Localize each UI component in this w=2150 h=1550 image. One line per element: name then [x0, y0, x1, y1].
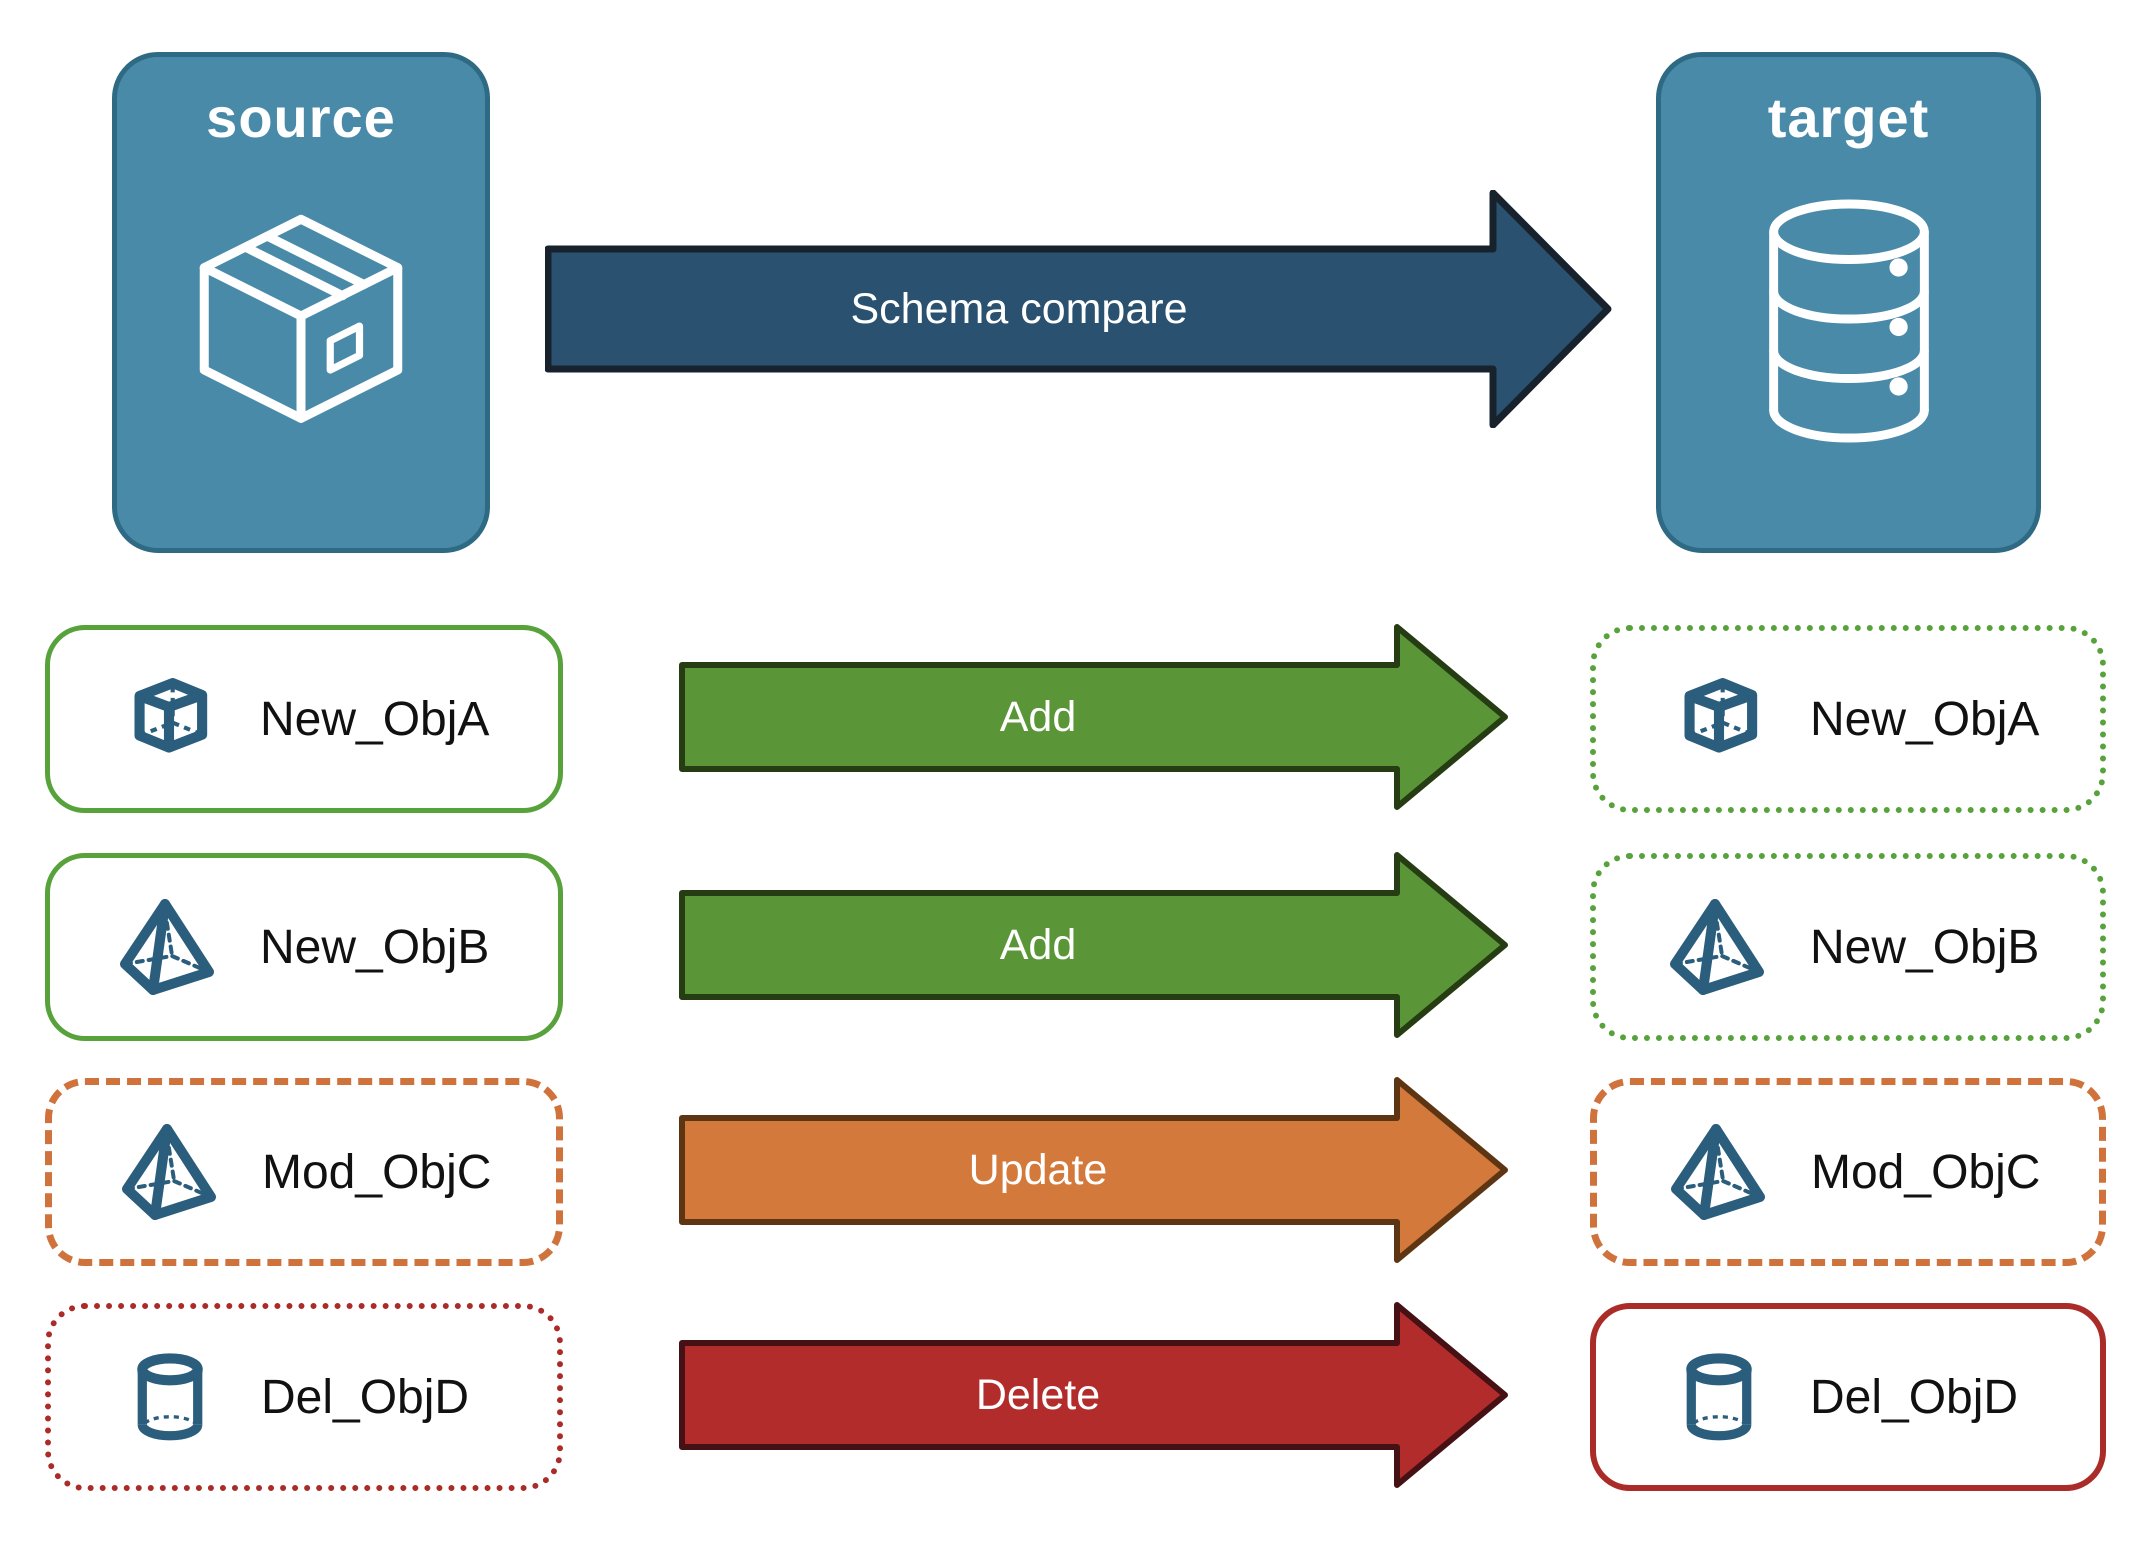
right-arrow-shape: [679, 624, 1508, 810]
target-object-box-mod-objc: Mod_ObjC: [1590, 1078, 2106, 1266]
target-object-box-new-objb: New_ObjB: [1590, 853, 2106, 1041]
action-arrow-label: Delete: [975, 1370, 1101, 1419]
pyramid-icon: [117, 897, 221, 997]
action-arrow-update-objc: Update: [679, 1076, 1509, 1264]
right-arrow-shape: [679, 1302, 1508, 1488]
action-arrow-add-objb: Add: [679, 851, 1509, 1039]
cube-icon: [123, 673, 215, 765]
schema-compare-arrow: Schema compare: [545, 190, 1613, 428]
object-label: Mod_ObjC: [1811, 1145, 2041, 1199]
action-arrow-label: Update: [968, 1145, 1108, 1194]
target-object-box-new-obja: New_ObjA: [1590, 625, 2106, 813]
database-icon: [1730, 182, 1968, 460]
action-arrow-add-obja: Add: [679, 623, 1509, 811]
source-card: source: [112, 52, 490, 553]
source-object-box-new-objb: New_ObjB: [45, 853, 563, 1041]
schema-compare-arrow-label: Schema compare: [850, 284, 1188, 333]
object-label: Del_ObjD: [1810, 1370, 2019, 1424]
right-arrow-shape: [679, 1077, 1508, 1263]
right-arrow-shape: [545, 190, 1612, 428]
action-arrow-label: Add: [999, 692, 1077, 741]
package-icon: [166, 190, 436, 460]
object-label: Mod_ObjC: [262, 1145, 492, 1199]
source-object-box-del-objd: Del_ObjD: [45, 1303, 563, 1491]
pyramid-icon: [119, 1122, 223, 1222]
pyramid-icon: [1667, 897, 1771, 997]
target-card: target: [1656, 52, 2041, 553]
cylinder-icon: [1677, 1349, 1761, 1446]
source-object-box-new-obja: New_ObjA: [45, 625, 563, 813]
object-label: New_ObjA: [260, 692, 490, 746]
cube-icon: [1673, 673, 1765, 765]
action-arrow-delete-objd: Delete: [679, 1301, 1509, 1489]
source-card-title: source: [206, 86, 396, 149]
object-label: New_ObjB: [1810, 920, 2040, 974]
pyramid-icon: [1668, 1122, 1772, 1222]
target-card-title: target: [1767, 86, 1930, 149]
action-arrow-label: Add: [999, 920, 1077, 969]
object-label: New_ObjA: [1810, 692, 2040, 746]
target-object-box-del-objd: Del_ObjD: [1590, 1303, 2106, 1491]
source-object-box-mod-objc: Mod_ObjC: [45, 1078, 563, 1266]
object-label: Del_ObjD: [261, 1370, 470, 1424]
cylinder-icon: [128, 1349, 212, 1446]
object-label: New_ObjB: [260, 920, 490, 974]
right-arrow-shape: [679, 852, 1508, 1038]
